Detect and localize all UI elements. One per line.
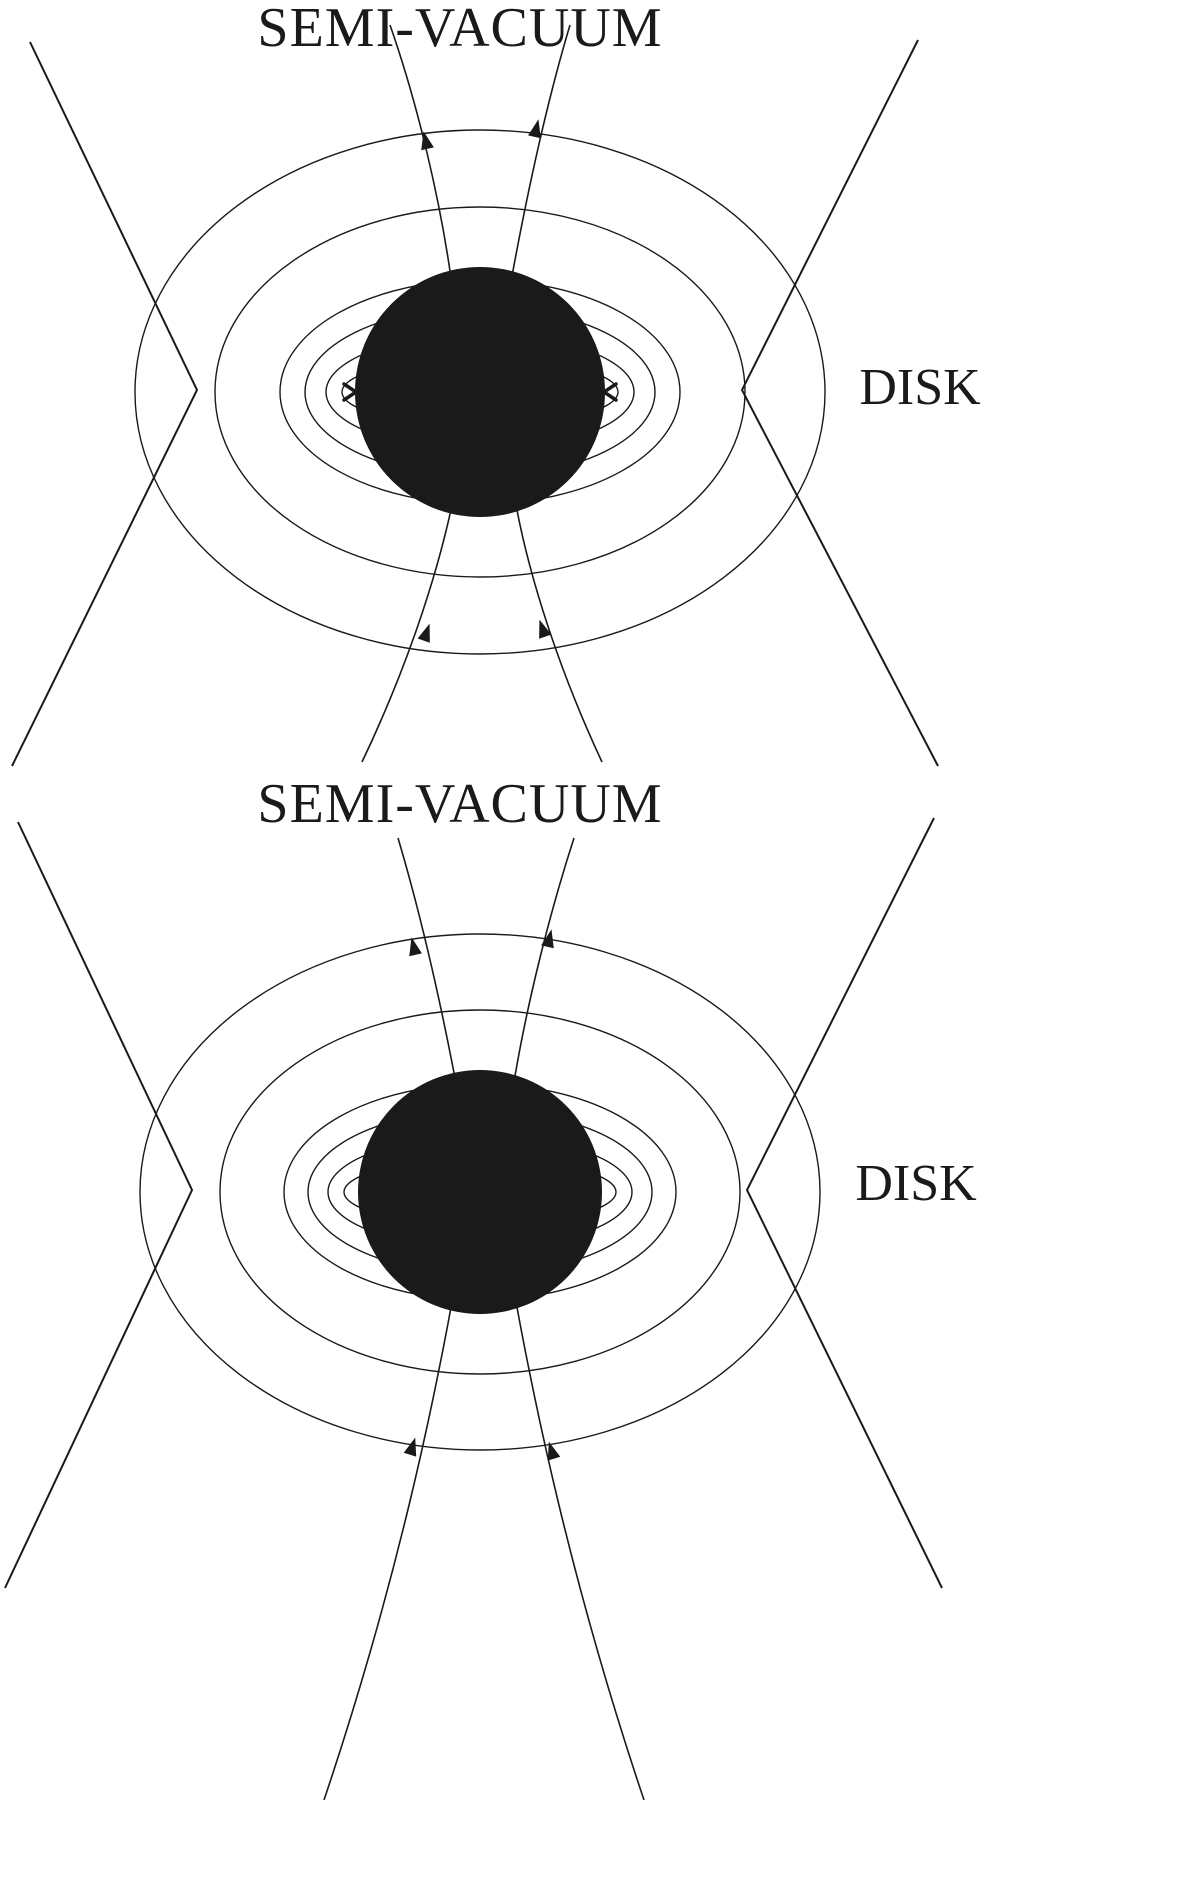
field-arrowheads-bottom-panel (403, 929, 561, 1461)
field-arrowheads-top-panel (342, 119, 618, 643)
field-arrowhead (547, 1441, 561, 1461)
field-loops-bottom (139, 933, 821, 1451)
disk-label: DISK (859, 359, 981, 416)
field-loop (134, 129, 826, 655)
open-fieldline (397, 837, 456, 1079)
equator-chevron (600, 382, 618, 402)
equator-chevron (342, 382, 360, 402)
open-fieldline (515, 504, 603, 763)
open-fieldline (323, 1301, 453, 1801)
disk-boundary-right (745, 817, 943, 1589)
field-arrowhead (539, 619, 552, 639)
field-loop (139, 933, 821, 1451)
open-fieldline (515, 1301, 645, 1801)
field-arrowhead (541, 929, 554, 949)
field-arrowhead (417, 623, 430, 643)
field-loop (214, 206, 746, 578)
open-fieldline (511, 24, 571, 277)
semi-vacuum-label: SEMI-VACUUM (257, 0, 662, 59)
disk-label: DISK (855, 1155, 977, 1212)
field-arrowhead (403, 1437, 417, 1457)
field-loop (219, 1009, 741, 1375)
disk-boundary-left (4, 821, 194, 1589)
top-panel: SEMI-VACUUM DISK (11, 0, 981, 767)
semi-vacuum-label: SEMI-VACUUM (257, 773, 662, 835)
open-fieldlines-bottom-funnel (323, 1301, 645, 1801)
open-fieldlines-top-funnel (397, 837, 575, 1079)
open-fieldline (514, 837, 575, 1077)
disk-boundaries-bottom-panel (4, 817, 943, 1589)
disk-boundary-right (740, 39, 939, 767)
black-hole (355, 267, 605, 517)
open-fieldline (361, 504, 453, 763)
field-arrowhead (528, 119, 541, 139)
field-arrowhead (421, 131, 434, 151)
open-fieldline (389, 24, 452, 279)
disk-boundary-left (11, 41, 199, 767)
open-fieldlines-bottom-funnel (361, 504, 603, 763)
disk-boundaries-top-panel (11, 39, 939, 767)
black-hole (358, 1070, 602, 1314)
field-arrowhead (409, 937, 422, 957)
open-fieldlines-top-funnel (389, 24, 571, 279)
bottom-panel: SEMI-VACUUM DISK (4, 773, 977, 1801)
